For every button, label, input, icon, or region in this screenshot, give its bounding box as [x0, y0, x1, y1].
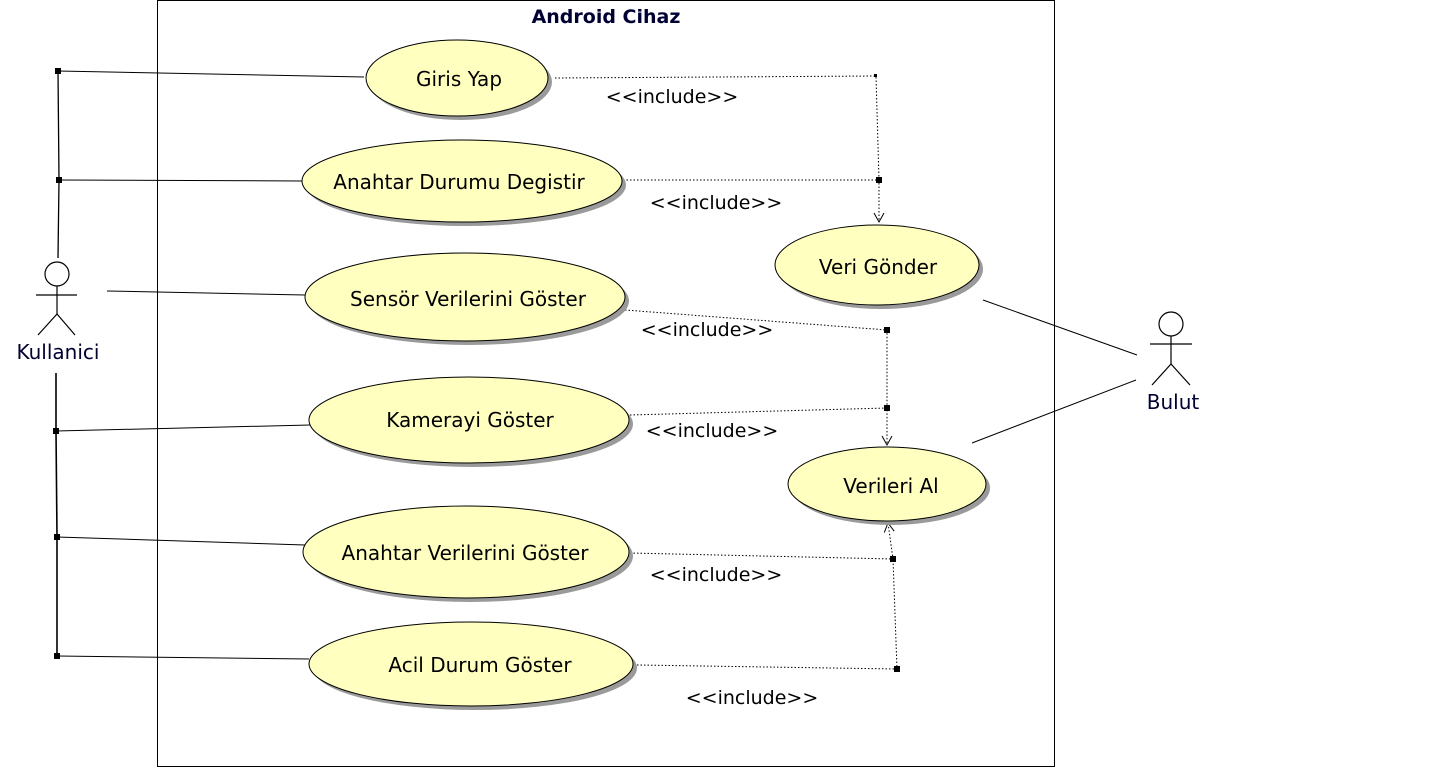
include-junction — [884, 405, 890, 411]
association-cloud-send — [982, 299, 1138, 356]
use-case-label: Anahtar Durumu Degistir — [333, 170, 585, 194]
use-case-label: Acil Durum Göster — [388, 653, 572, 677]
use-case-camera[interactable]: Kamerayi Göster — [308, 376, 633, 467]
use-case-ellipse — [308, 621, 634, 707]
include-junction — [884, 327, 890, 333]
association-junction — [53, 428, 59, 434]
system-title: Android Cihaz — [532, 6, 681, 28]
use-case-login[interactable]: Giris Yap — [365, 39, 552, 120]
use-case-toggle[interactable]: Anahtar Durumu Degistir — [301, 139, 626, 226]
actor-label: Kullanici — [17, 340, 100, 364]
association-junction — [54, 534, 60, 540]
include-junction — [876, 177, 882, 183]
association-junction — [56, 177, 62, 183]
actor-label: Bulut — [1147, 390, 1200, 414]
actor-icon — [36, 261, 77, 336]
association-junction — [54, 653, 60, 659]
include-label-switchdata: <<include>> — [650, 564, 783, 586]
association-user-switchdata — [56, 536, 306, 546]
use-case-label: Anahtar Verilerini Göster — [342, 541, 590, 565]
include-label-toggle: <<include>> — [650, 192, 783, 214]
use-case-label: Verileri Al — [843, 474, 938, 498]
association-user-camera — [55, 424, 311, 432]
association-junction — [55, 68, 61, 74]
include-junction — [874, 74, 877, 77]
association-user-emergency — [56, 655, 310, 660]
use-case-ellipse — [301, 139, 623, 223]
actor-cloud[interactable]: Bulut — [1147, 311, 1200, 414]
include-label-emergency: <<include>> — [686, 687, 819, 709]
include-label-camera: <<include>> — [646, 420, 779, 442]
use-case-label: Kamerayi Göster — [386, 408, 554, 432]
use-case-send[interactable]: Veri Gönder — [774, 224, 983, 309]
use-case-label: Giris Yap — [416, 67, 502, 91]
use-case-label: Veri Gönder — [819, 255, 938, 279]
association-cloud-receive — [971, 379, 1137, 444]
association-user-login — [57, 70, 365, 78]
use-case-ellipse — [787, 446, 987, 522]
relations-layer — [53, 68, 1138, 672]
use-case-receive[interactable]: Verileri Al — [787, 446, 990, 525]
include-junction — [890, 556, 896, 562]
use-case-switchdata[interactable]: Anahtar Verilerini Göster — [302, 505, 633, 602]
include-label-sensor: <<include>> — [641, 319, 774, 341]
actor-icon — [1150, 311, 1192, 386]
use-case-ellipse — [365, 39, 549, 117]
association-user-sensor — [106, 290, 306, 296]
association-bus-upper — [57, 70, 60, 259]
use-case-ellipse — [308, 376, 630, 464]
association-bus-lower — [55, 373, 58, 656]
system-boundary — [157, 0, 1055, 767]
include-label-login: <<include>> — [606, 86, 739, 108]
include-junction — [894, 666, 900, 672]
use-case-label: Sensör Verilerini Göster — [350, 287, 587, 311]
use-case-ellipse — [304, 252, 626, 342]
use-case-ellipse — [774, 224, 980, 306]
use-case-emergency[interactable]: Acil Durum Göster — [308, 621, 637, 710]
use-case-ellipse — [302, 505, 630, 599]
actor-user[interactable]: Kullanici — [17, 261, 100, 364]
include-switchdata-receive — [629, 521, 895, 560]
use-case-sensor[interactable]: Sensör Verilerini Göster — [304, 252, 629, 345]
association-user-toggle — [58, 179, 303, 182]
